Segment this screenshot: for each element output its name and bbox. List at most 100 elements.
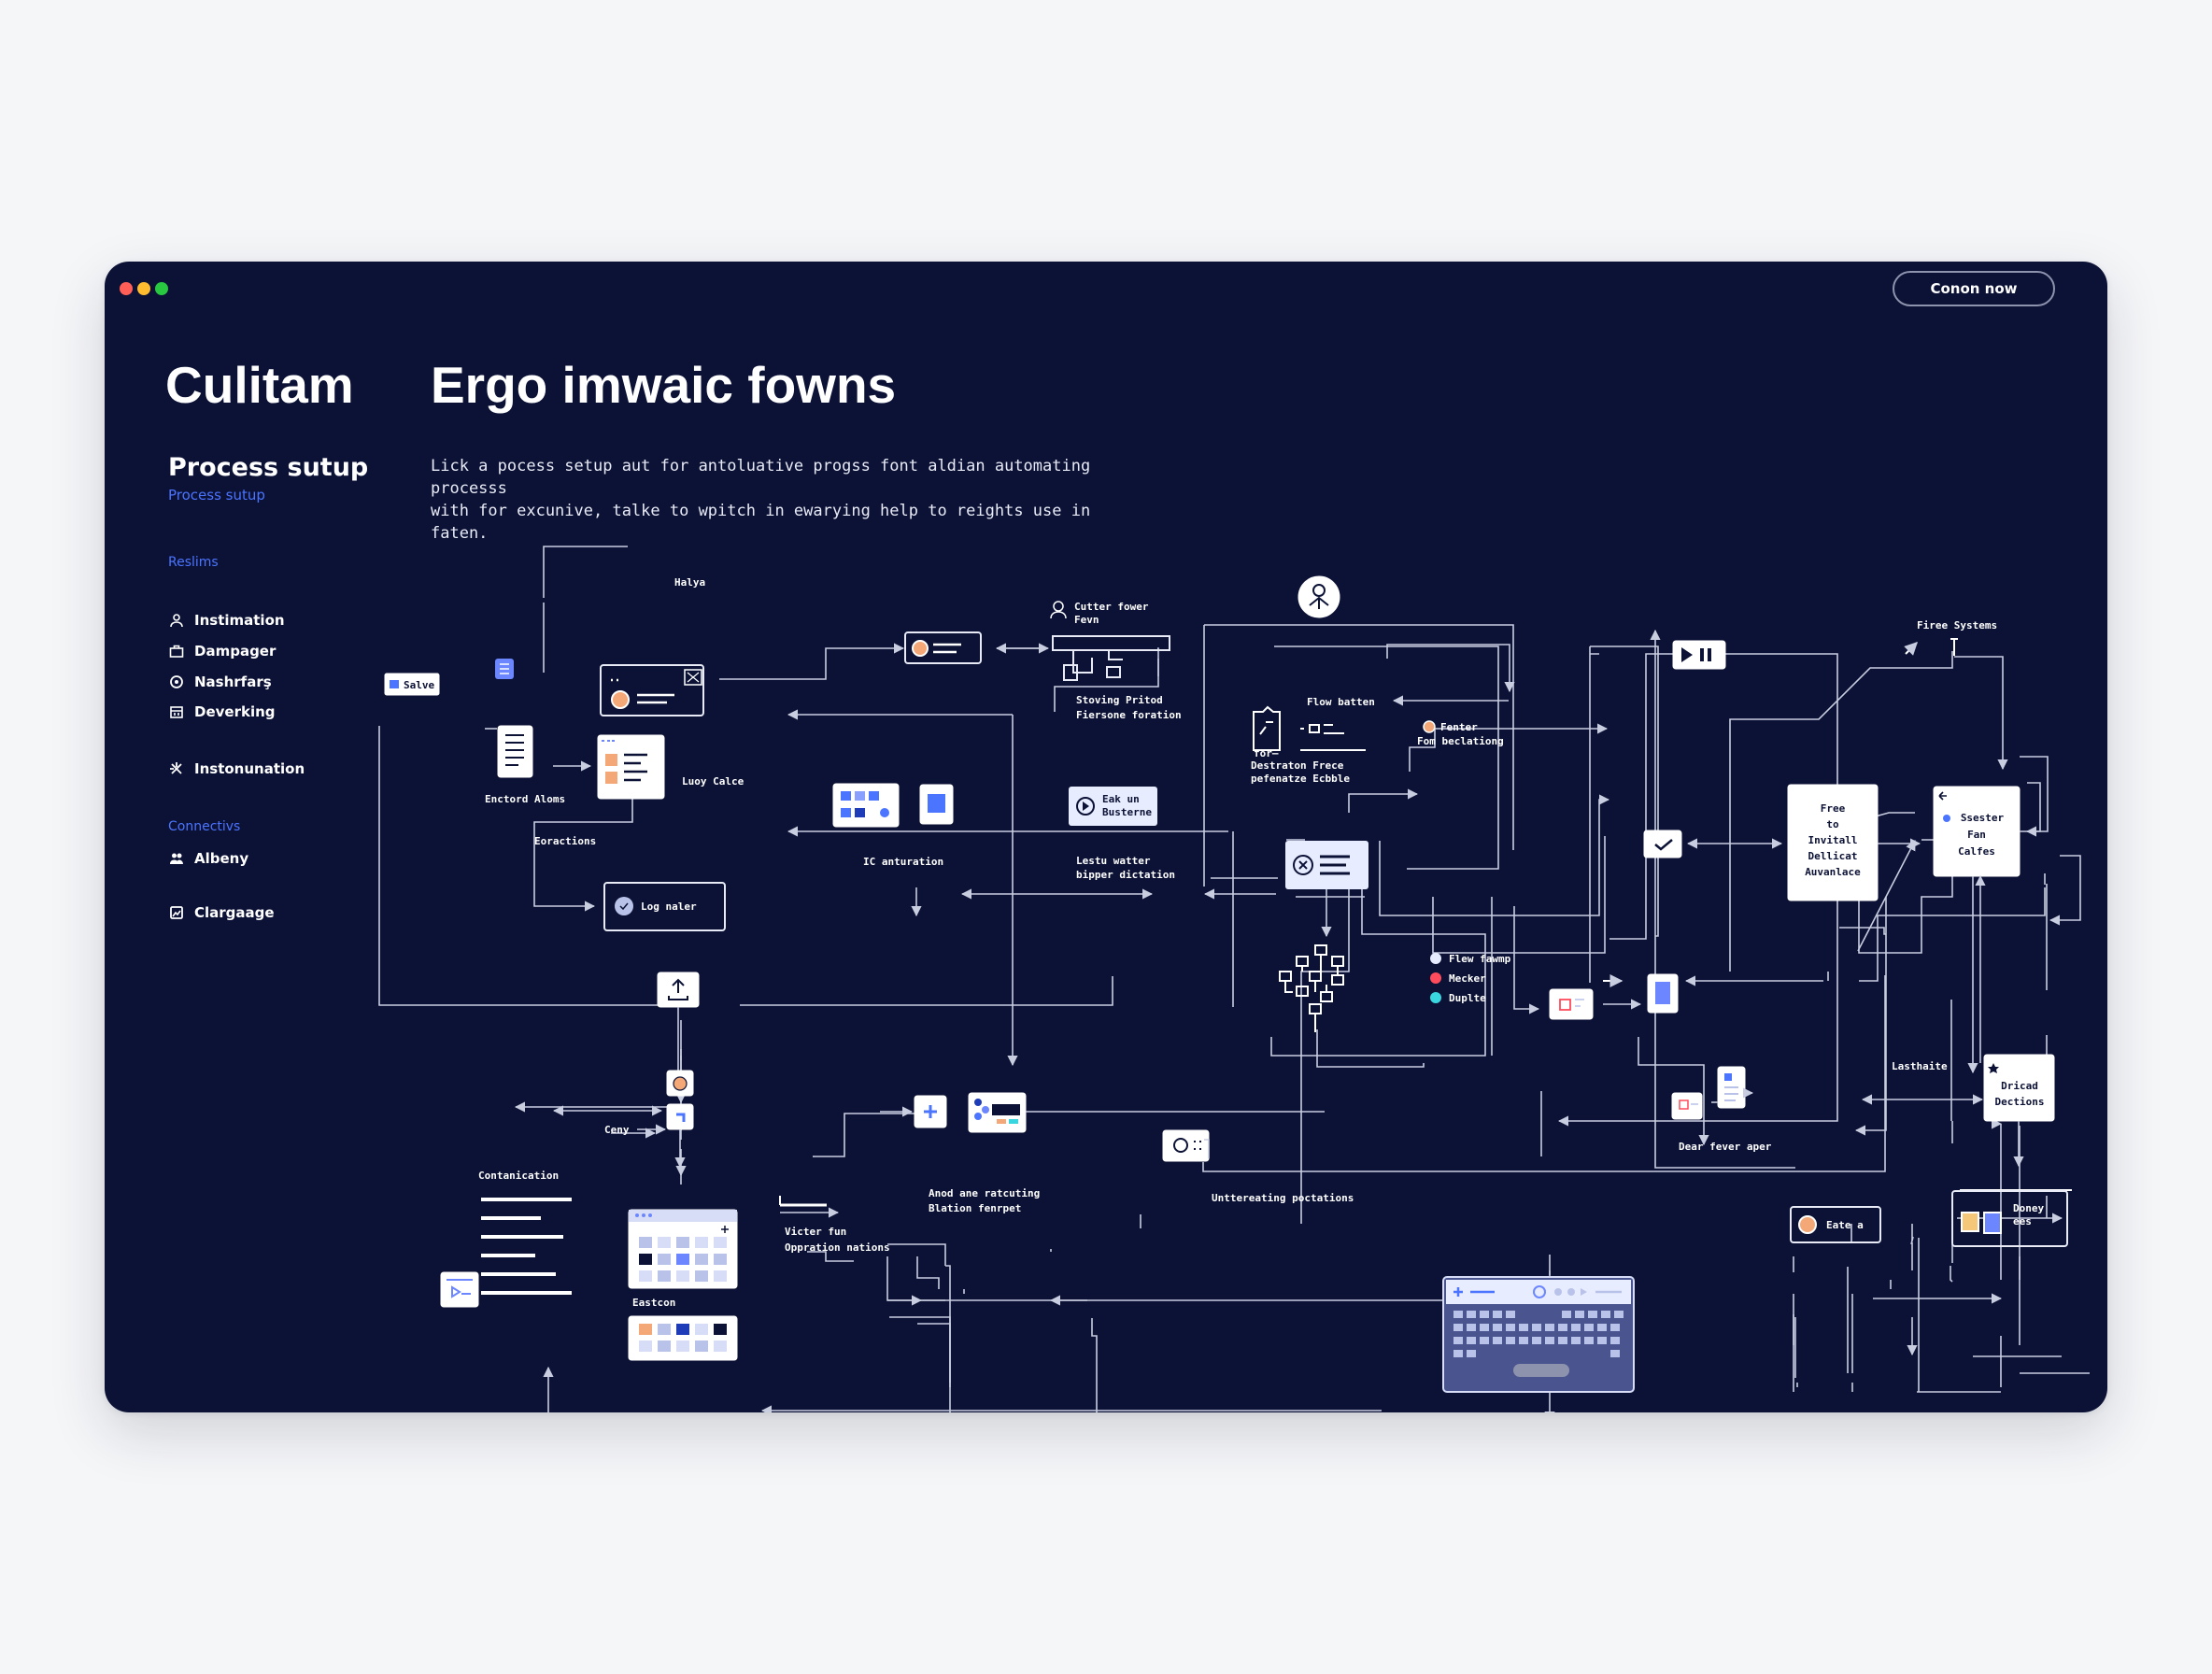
node-toggle[interactable]	[1162, 1129, 1210, 1162]
sidebar-section-connectivs: Connectivs	[168, 819, 241, 834]
sidebar-item-albeny[interactable]: Albeny	[168, 847, 248, 870]
network-diagram-icon	[1279, 944, 1344, 1032]
user-icon	[168, 612, 185, 629]
sidebar-item-dampager[interactable]: Dampager	[168, 640, 276, 662]
label-ceny: Ceny	[604, 1124, 630, 1136]
label-bipper-dictation: bipper dictation	[1076, 869, 1175, 881]
node-profile-card[interactable]	[600, 664, 704, 716]
node-list-card[interactable]	[597, 734, 665, 800]
app-window: Conon now Culitam Ergo imwaic fowns Proc…	[105, 262, 2107, 1412]
sidebar-item-label: Clargaage	[194, 904, 275, 921]
label-destraton-frece: Destraton Frece	[1251, 759, 1344, 772]
label-cutter-fower: Cutter fower	[1074, 601, 1149, 613]
label-victer-fun: Victer fun	[785, 1226, 846, 1238]
label-unttereating-poctations: Unttereating poctations	[1212, 1192, 1354, 1204]
svg-text:for—: for—	[1254, 747, 1279, 759]
node-media-play[interactable]	[440, 1271, 479, 1308]
description-line-2: with for excunive, talke to wpitch in ew…	[431, 502, 1091, 543]
sidebar-title: Process sutup	[168, 453, 369, 482]
sidebar-section-reslims: Reslims	[168, 555, 219, 570]
node-media-control[interactable]	[1672, 640, 1726, 670]
label-duplte: Duplte	[1449, 992, 1486, 1004]
tools-icon	[168, 760, 185, 777]
label-lestu-watter: Lestu watter	[1076, 855, 1151, 867]
users-icon	[168, 850, 185, 867]
sidebar-item-clargaage[interactable]: Clargaage	[168, 901, 275, 924]
sidebar-item-nashrfars[interactable]: Nashrfarş	[168, 671, 272, 693]
label-enctord-aloms: Enctord Aloms	[485, 793, 565, 805]
cta-button[interactable]: Conon now	[1893, 271, 2055, 306]
sidebar-item-label: Instimation	[194, 612, 285, 629]
node-eate-a-label: Eate a	[1826, 1219, 1864, 1231]
node-bar-frame[interactable]	[1052, 635, 1170, 651]
brand-title: Culitam	[165, 356, 354, 414]
label-fenter: Fenter	[1440, 721, 1478, 733]
sidebar-item-label: Deverking	[194, 703, 276, 720]
node-log-naler-label: Log naler	[641, 901, 697, 913]
label-pefenatze-ecbble: pefenatze Ecbble	[1251, 773, 1350, 785]
node-free-line-1: Free	[1821, 802, 1846, 815]
node-route[interactable]	[666, 1103, 694, 1130]
sidebar-item-label: Albeny	[194, 850, 249, 867]
sidebar-item-label: Instonunation	[194, 760, 305, 777]
label-anod-ane-ratcuting: Anod ane ratcuting	[929, 1187, 1040, 1199]
node-document[interactable]	[497, 725, 533, 778]
node-check[interactable]	[1643, 830, 1682, 858]
label-fevn: Fevn	[1074, 614, 1099, 626]
node-contact-pill[interactable]	[904, 631, 982, 664]
description-line-1: Lick a pocess setup aut for antoluative …	[431, 457, 1091, 498]
node-eak-un-label: Eak un	[1102, 793, 1140, 805]
node-ssester-line-3: Calfes	[1958, 845, 1995, 858]
circle-dot-icon	[168, 674, 185, 690]
node-record[interactable]	[1549, 988, 1594, 1020]
node-grid-tiles[interactable]	[832, 783, 900, 828]
flow-diagram-canvas: Halya Salve Enctord Aloms Luoy Calce Eor…	[378, 546, 2090, 1412]
label-flew-fawmp: Flew fawmp	[1449, 953, 1511, 965]
label-firee-systems: Firee Systems	[1917, 619, 1997, 631]
node-free-line-2: to	[1826, 818, 1839, 830]
label-contanication: Contanication	[478, 1170, 559, 1182]
node-doney-line-2: ees	[2013, 1215, 2032, 1227]
sidebar-subtitle-link[interactable]: Process sutup	[168, 487, 265, 504]
keyboard-keys	[1453, 1311, 1624, 1377]
node-keyboard[interactable]	[1442, 1276, 1635, 1393]
label-eoractions: Eoractions	[534, 835, 596, 847]
page-headline: Ergo imwaic fowns	[431, 356, 897, 414]
image-icon	[168, 904, 185, 921]
page-description: Lick a pocess setup aut for antoluative …	[431, 455, 1103, 545]
node-ssester-line-1: Ssester	[1961, 812, 2005, 824]
node-salve[interactable]	[384, 673, 440, 696]
node-log-naler[interactable]	[603, 882, 726, 931]
sidebar-item-deverking[interactable]: Deverking	[168, 701, 276, 723]
sidebar-item-label: Dampager	[194, 643, 276, 660]
node-doney-ees[interactable]	[1951, 1190, 2068, 1247]
calendar-icon	[168, 703, 185, 720]
node-eate-a[interactable]	[1790, 1206, 1881, 1243]
label-flow-batten: Flow batten	[1307, 696, 1375, 708]
calendar-cells	[639, 1237, 727, 1282]
sidebar-item-instonunation[interactable]: Instonunation	[168, 758, 305, 780]
node-busterne-label: Busterne	[1102, 806, 1152, 818]
node-free-line-4: Dellicat	[1808, 850, 1858, 862]
label-dear-fever-aper: Dear fever aper	[1679, 1141, 1772, 1153]
user-icon	[1050, 601, 1067, 619]
label-oppration-nations: Oppration nations	[785, 1241, 890, 1254]
close-window-button[interactable]	[120, 282, 133, 295]
node-doney-line-1: Doney	[2013, 1202, 2044, 1214]
maximize-window-button[interactable]	[155, 282, 168, 295]
label-fiersone-foration: Fiersone foration	[1076, 709, 1182, 721]
label-stoving-pritod: Stoving Pritod	[1076, 694, 1163, 706]
node-dricad-line-1: Dricad	[2001, 1080, 2038, 1092]
minimize-window-button[interactable]	[137, 282, 150, 295]
node-free-line-3: Invitall	[1808, 834, 1858, 846]
label-mecker: Mecker	[1449, 972, 1486, 985]
node-free-line-5: Auvanlace	[1805, 866, 1861, 878]
label-luoy-calce: Luoy Calce	[682, 775, 744, 787]
node-eak-un[interactable]	[1069, 787, 1157, 826]
label-blation-fenrpet: Blation fenrpet	[929, 1202, 1021, 1214]
node-color-grid[interactable]	[628, 1315, 738, 1361]
sidebar-item-instimation[interactable]: Instimation	[168, 609, 285, 631]
sidebar-item-label: Nashrfarş	[194, 674, 272, 690]
node-record-small[interactable]	[1671, 1092, 1703, 1120]
node-free-invitall[interactable]	[1787, 784, 1879, 901]
